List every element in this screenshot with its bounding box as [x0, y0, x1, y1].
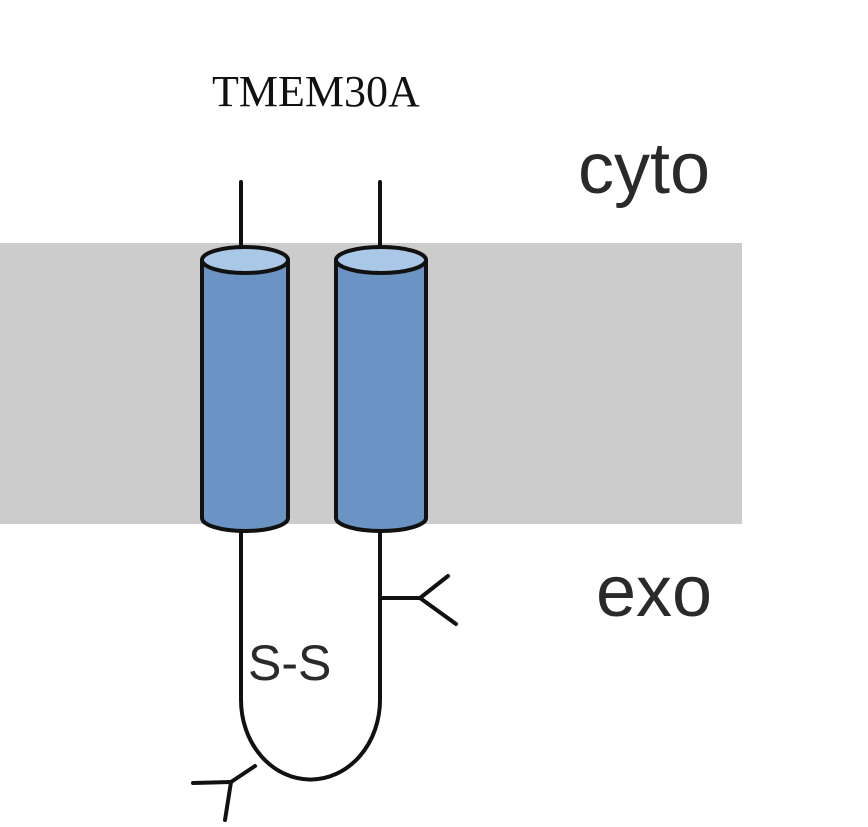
transmembrane-helix-1 — [200, 245, 290, 533]
disulfide-bond-label: S-S — [248, 635, 331, 691]
exoplasmic-label: exo — [596, 552, 712, 632]
glycosylation-site-bottom-icon — [191, 764, 257, 822]
helix-1-body — [200, 258, 290, 533]
helix-1-top — [200, 245, 290, 275]
helix-2-top — [334, 245, 428, 275]
protein-title: TMEM30A — [212, 67, 420, 116]
helix-2-body — [334, 258, 428, 533]
extracellular-loop — [239, 530, 382, 782]
cytoplasmic-label: cyto — [578, 129, 710, 209]
glycosylation-site-right-icon — [380, 574, 458, 626]
transmembrane-helix-2 — [334, 245, 428, 533]
